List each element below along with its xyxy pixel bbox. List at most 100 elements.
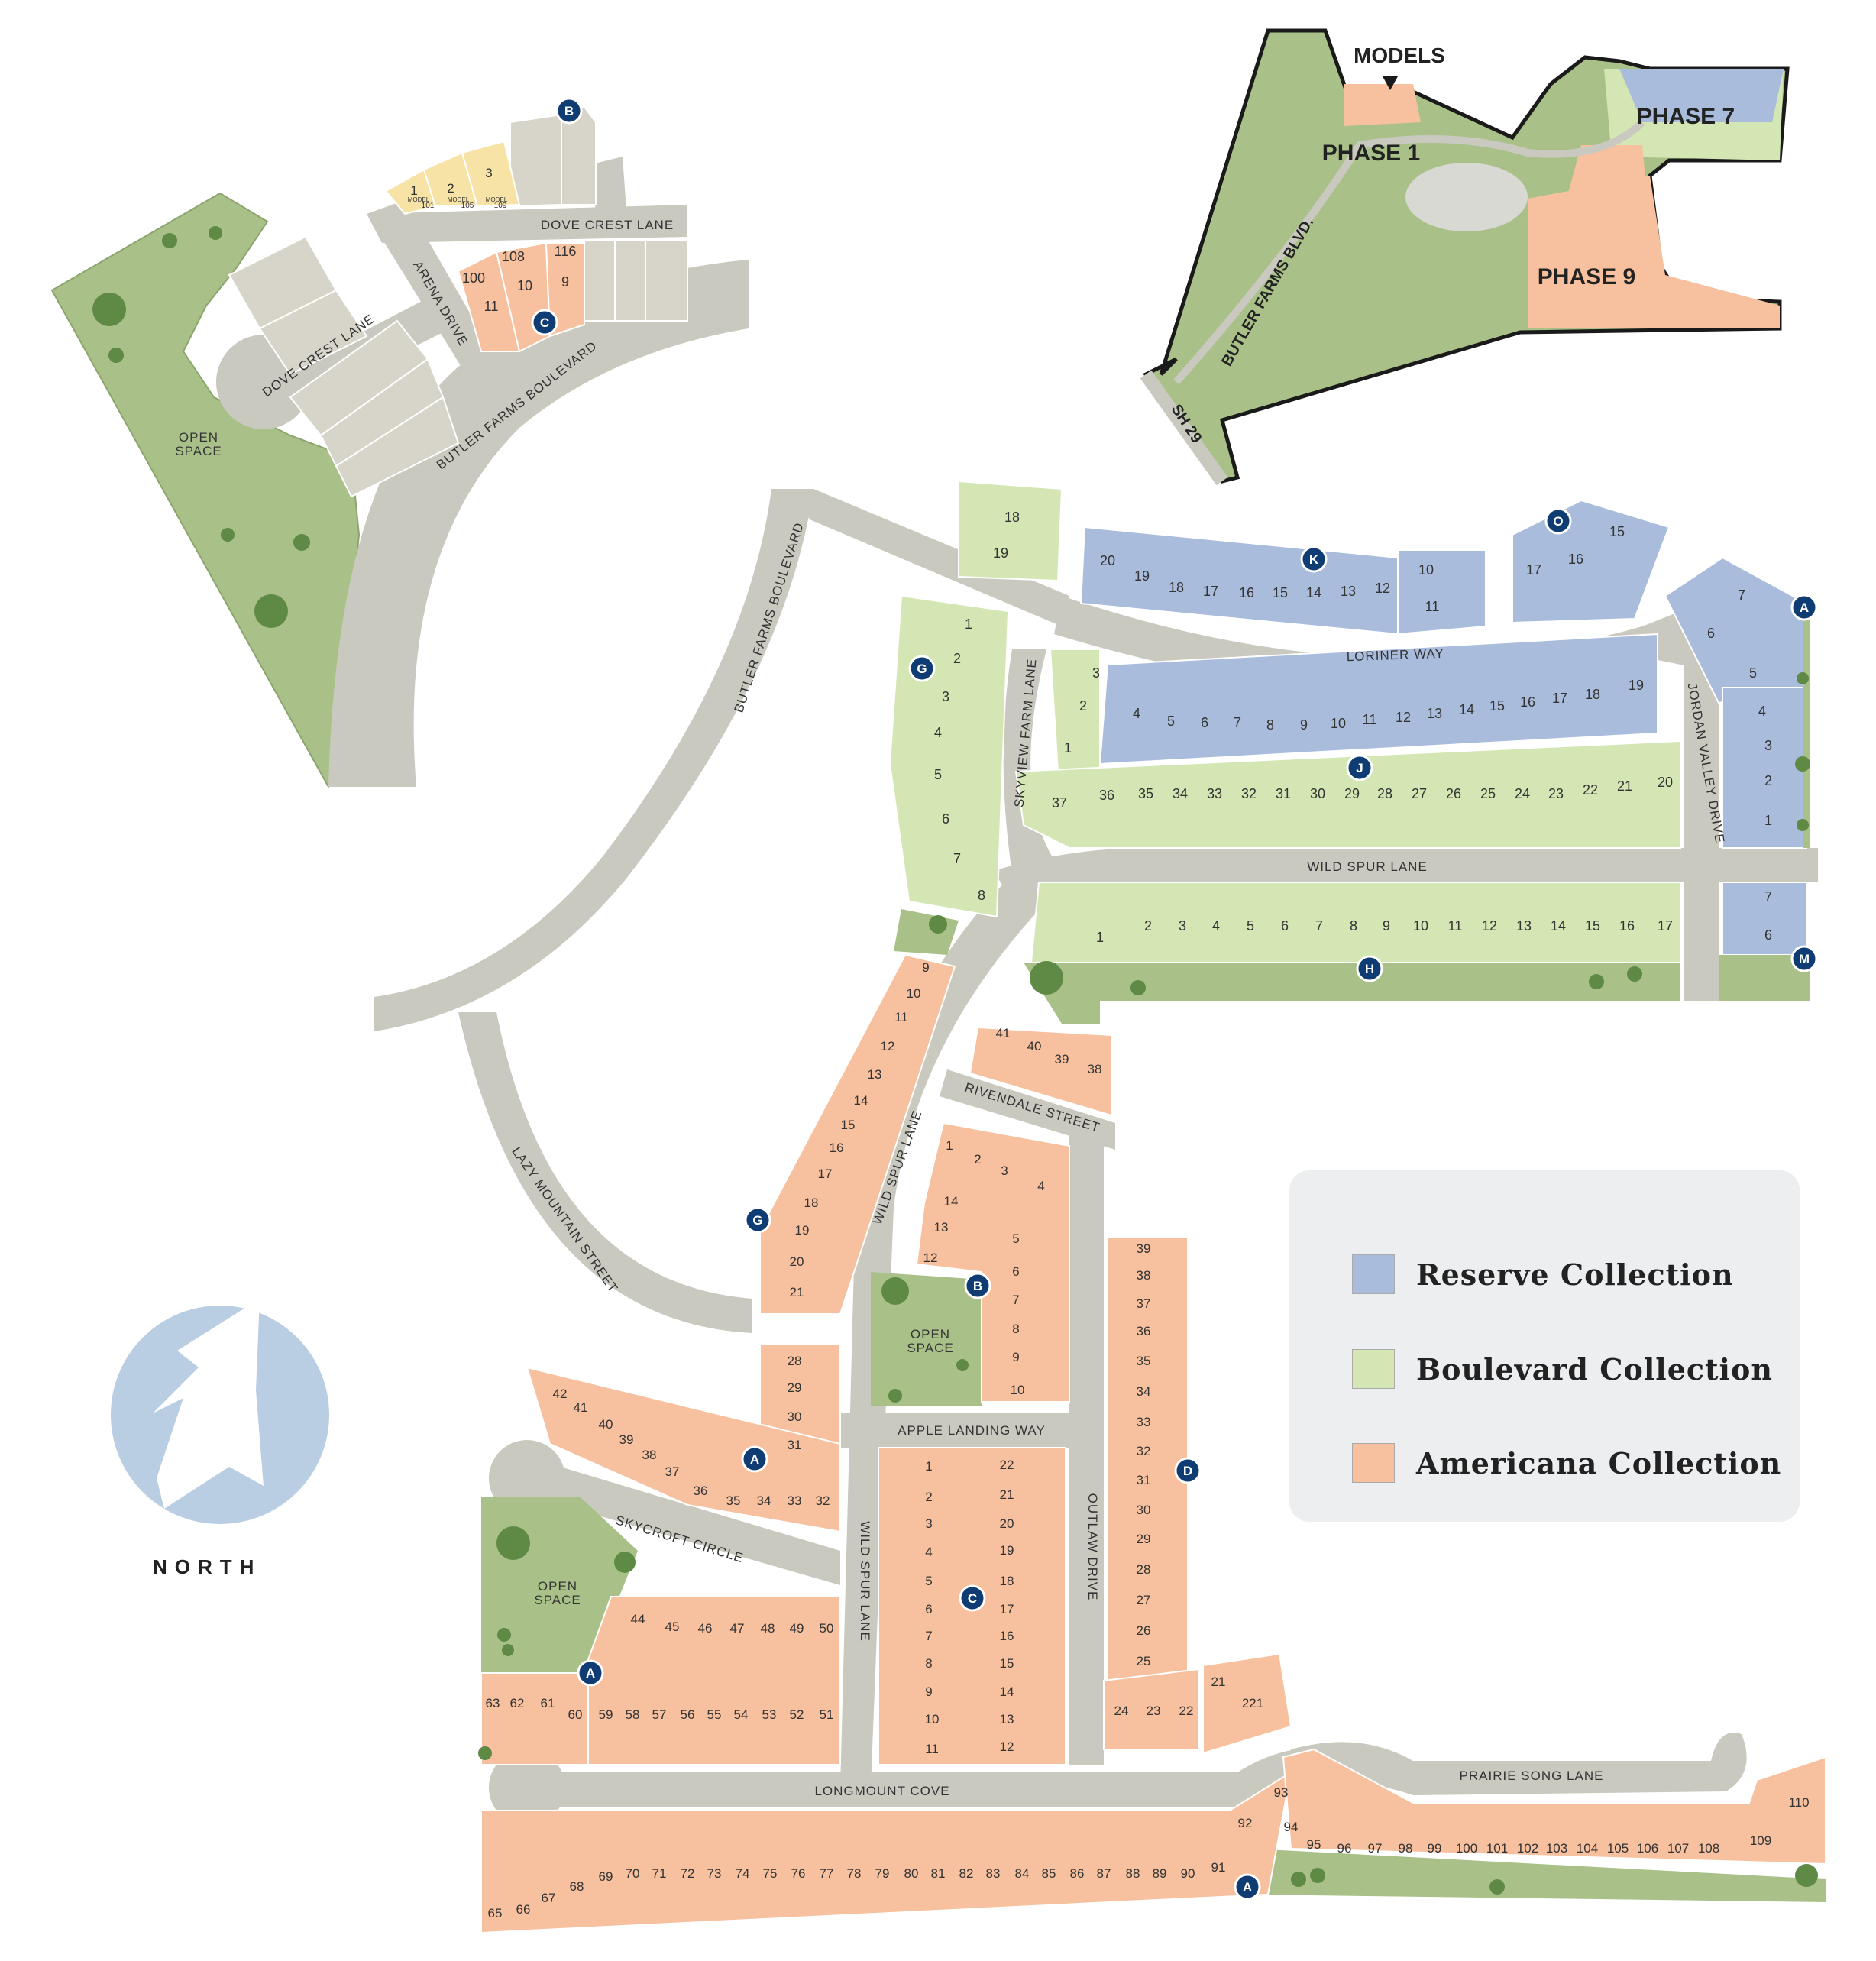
lot-18[interactable]: 18 (1585, 687, 1600, 702)
lot-15[interactable]: 15 (1489, 698, 1505, 714)
lot-80[interactable]: 80 (904, 1866, 919, 1881)
lot-6[interactable]: 6 (1707, 626, 1715, 641)
lot-6[interactable]: 6 (942, 811, 949, 827)
lot-91[interactable]: 91 (1211, 1860, 1226, 1875)
lot-51[interactable]: 51 (820, 1707, 834, 1722)
lot-69[interactable]: 69 (599, 1869, 613, 1884)
lot-101[interactable]: 101 (1486, 1841, 1508, 1856)
lot-18[interactable]: 18 (804, 1196, 819, 1210)
lot-24[interactable]: 24 (1114, 1704, 1129, 1718)
lot-16[interactable]: 16 (1619, 918, 1635, 934)
lot-27[interactable]: 27 (1137, 1593, 1151, 1607)
lot-10[interactable]: 10 (517, 278, 532, 293)
lot-36[interactable]: 36 (1099, 788, 1114, 803)
lot-59[interactable]: 59 (599, 1707, 613, 1722)
lot-25[interactable]: 25 (1480, 786, 1496, 801)
lot-35[interactable]: 35 (1137, 1354, 1151, 1368)
lot-5[interactable]: 5 (1749, 665, 1757, 681)
lot-12[interactable]: 12 (1375, 581, 1390, 596)
lot-3[interactable]: 3 (1764, 738, 1772, 753)
lot-2[interactable]: 2 (974, 1152, 981, 1167)
lot-11[interactable]: 11 (1448, 918, 1463, 934)
lot-16[interactable]: 16 (1568, 552, 1583, 567)
lot-41[interactable]: 41 (574, 1400, 588, 1415)
lot-73[interactable]: 73 (707, 1866, 722, 1881)
lot-89[interactable]: 89 (1153, 1866, 1167, 1881)
lot-31[interactable]: 31 (788, 1438, 802, 1452)
lot-13[interactable]: 13 (934, 1220, 949, 1235)
lot-4[interactable]: 4 (925, 1545, 932, 1559)
lot-68[interactable]: 68 (570, 1879, 584, 1894)
lot-8[interactable]: 8 (925, 1656, 932, 1671)
lot-2[interactable]: 2 (1144, 918, 1152, 934)
lot-33[interactable]: 33 (1137, 1415, 1151, 1429)
lot-74[interactable]: 74 (736, 1866, 750, 1881)
lot-37[interactable]: 37 (1137, 1296, 1151, 1311)
lot-3[interactable]: 3 (1001, 1163, 1008, 1178)
lot-8[interactable]: 8 (1012, 1322, 1019, 1336)
lot-6[interactable]: 6 (1012, 1264, 1019, 1279)
lot-39[interactable]: 39 (619, 1432, 634, 1447)
lot-7[interactable]: 7 (1315, 918, 1323, 934)
lot-33[interactable]: 33 (1207, 786, 1222, 801)
marker-g-mid[interactable]: G (744, 1206, 771, 1234)
marker-b-top[interactable]: B (555, 97, 583, 125)
lot-9[interactable]: 9 (1300, 717, 1308, 733)
lot-14[interactable]: 14 (854, 1093, 868, 1108)
lot-15[interactable]: 15 (841, 1118, 856, 1132)
lot-11[interactable]: 11 (925, 1742, 939, 1756)
lot-103[interactable]: 103 (1546, 1841, 1567, 1856)
lot-22[interactable]: 22 (1000, 1458, 1014, 1472)
lot-28[interactable]: 28 (1377, 786, 1392, 801)
lot-35[interactable]: 35 (1138, 786, 1153, 801)
lot-32[interactable]: 32 (1241, 786, 1257, 801)
lot-20[interactable]: 20 (1658, 775, 1673, 790)
lot-104[interactable]: 104 (1577, 1841, 1598, 1856)
marker-h[interactable]: H (1356, 955, 1383, 982)
lot-11[interactable]: 11 (1425, 599, 1440, 614)
lot-55[interactable]: 55 (707, 1707, 722, 1722)
lot-20[interactable]: 20 (1000, 1516, 1014, 1531)
marker-m[interactable]: M (1790, 945, 1818, 972)
lot-30[interactable]: 30 (788, 1409, 802, 1424)
lot-58[interactable]: 58 (626, 1707, 640, 1722)
lot-11[interactable]: 11 (484, 299, 499, 314)
lot-11[interactable]: 11 (1363, 712, 1377, 727)
lot-30[interactable]: 30 (1137, 1503, 1151, 1517)
lot-41[interactable]: 41 (996, 1026, 1011, 1040)
lot-14[interactable]: 14 (1000, 1684, 1014, 1699)
lot-62[interactable]: 62 (510, 1696, 525, 1710)
lot-21[interactable]: 21 (1617, 778, 1632, 794)
marker-k[interactable]: K (1300, 545, 1328, 573)
marker-a-left[interactable]: A (577, 1659, 604, 1687)
lot-4[interactable]: 4 (934, 725, 942, 740)
lot-9[interactable]: 9 (1012, 1350, 1019, 1364)
lot-13[interactable]: 13 (1516, 918, 1532, 934)
lot-100[interactable]: 100 (462, 270, 485, 286)
lot-23[interactable]: 23 (1548, 786, 1564, 801)
model-lot-2[interactable]: 2 (447, 181, 454, 196)
lot-98[interactable]: 98 (1399, 1841, 1413, 1856)
lot-37[interactable]: 37 (665, 1464, 680, 1479)
lot-35[interactable]: 35 (726, 1493, 741, 1508)
marker-o[interactable]: O (1544, 507, 1572, 535)
lot-97[interactable]: 97 (1368, 1841, 1383, 1856)
lot-47[interactable]: 47 (730, 1621, 745, 1636)
lot-34[interactable]: 34 (757, 1493, 771, 1508)
lot-18[interactable]: 18 (1000, 1574, 1014, 1588)
lot-6[interactable]: 6 (1281, 918, 1289, 934)
lot-87[interactable]: 87 (1097, 1866, 1111, 1881)
lot-107[interactable]: 107 (1667, 1841, 1689, 1856)
lot-1[interactable]: 1 (1096, 930, 1104, 945)
lot-39[interactable]: 39 (1055, 1052, 1069, 1066)
lot-5[interactable]: 5 (925, 1574, 932, 1588)
lot-32[interactable]: 32 (1137, 1444, 1151, 1458)
lot-108[interactable]: 108 (502, 249, 525, 264)
lot-34[interactable]: 34 (1172, 786, 1188, 801)
lot-15[interactable]: 15 (1273, 585, 1288, 600)
lot-34[interactable]: 34 (1137, 1384, 1151, 1399)
lot-30[interactable]: 30 (1310, 786, 1325, 801)
lot-8[interactable]: 8 (1266, 717, 1274, 733)
lot-38[interactable]: 38 (1088, 1062, 1102, 1076)
lot-2[interactable]: 2 (953, 651, 961, 666)
